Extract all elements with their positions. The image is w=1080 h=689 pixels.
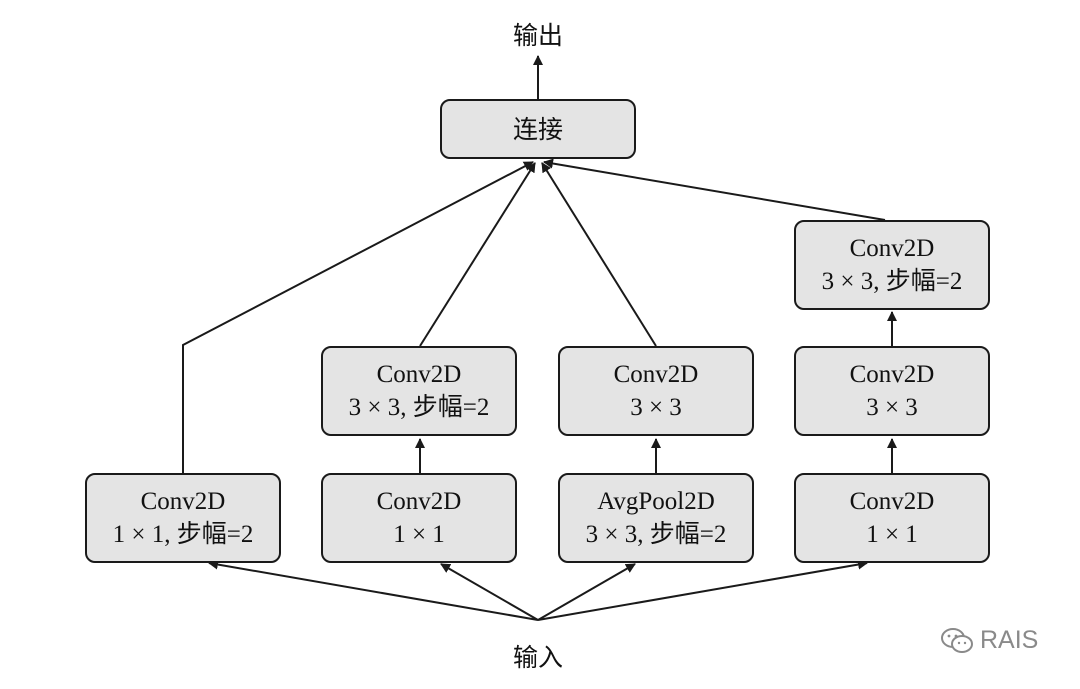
arrow-input-to-branch3 — [537, 563, 636, 621]
b2-conv1x1-params: 1 × 1 — [393, 521, 445, 548]
b1-conv1x1-stride2-box: Conv2D 1 × 1, 步幅=2 — [85, 473, 281, 563]
b1-conv1x1-stride2-title: Conv2D — [140, 488, 226, 515]
b2-conv1x1-title: Conv2D — [376, 488, 462, 515]
watermark: RAIS — [940, 626, 1038, 655]
b3-avgpool-title: AvgPool2D — [597, 488, 715, 515]
arrow-input-to-branch1 — [208, 559, 539, 621]
b4-conv1x1-title: Conv2D — [849, 488, 935, 515]
arrow-branch2-to-concat — [419, 162, 536, 347]
watermark-text: RAIS — [980, 626, 1039, 654]
concat-label: 连接 — [512, 114, 563, 144]
b4-conv3x3-params: 3 × 3 — [866, 394, 918, 421]
b4-conv3x3-box: Conv2D 3 × 3 — [794, 346, 990, 436]
b1-conv1x1-stride2-params: 1 × 1, 步幅=2 — [112, 521, 254, 548]
b4-conv3x3-title: Conv2D — [849, 361, 935, 388]
output-label: 输出 — [512, 21, 563, 50]
arrow-branch3-to-concat — [541, 162, 657, 347]
b4-conv3x3-stride2-params: 3 × 3, 步幅=2 — [821, 268, 963, 295]
b2-conv3x3-stride2-title: Conv2D — [376, 361, 462, 388]
b4-conv1x1-params: 1 × 1 — [866, 521, 918, 548]
b3-conv3x3-title: Conv2D — [613, 361, 699, 388]
b3-conv3x3-box: Conv2D 3 × 3 — [558, 346, 754, 436]
arrow-branch4-to-concat — [543, 158, 886, 221]
b3-avgpool-params: 3 × 3, 步幅=2 — [585, 521, 727, 548]
b2-conv3x3-stride2-box: Conv2D 3 × 3, 步幅=2 — [321, 346, 517, 436]
b4-conv1x1-box: Conv2D 1 × 1 — [794, 473, 990, 563]
b4-conv3x3-stride2-box: Conv2D 3 × 3, 步幅=2 — [794, 220, 990, 310]
arrow-input-to-branch4 — [537, 559, 868, 621]
b3-conv3x3-params: 3 × 3 — [630, 394, 682, 421]
concat-box: 连接 — [440, 99, 636, 159]
wechat-icon — [941, 627, 973, 653]
b2-conv1x1-box: Conv2D 1 × 1 — [321, 473, 517, 563]
arrow-branch1-to-concat — [182, 161, 534, 473]
b2-conv3x3-stride2-params: 3 × 3, 步幅=2 — [348, 394, 490, 421]
b4-conv3x3-stride2-title: Conv2D — [849, 235, 935, 262]
b3-avgpool-box: AvgPool2D 3 × 3, 步幅=2 — [558, 473, 754, 563]
arrow-input-to-branch2 — [440, 563, 539, 621]
input-label: 输入 — [512, 643, 563, 672]
